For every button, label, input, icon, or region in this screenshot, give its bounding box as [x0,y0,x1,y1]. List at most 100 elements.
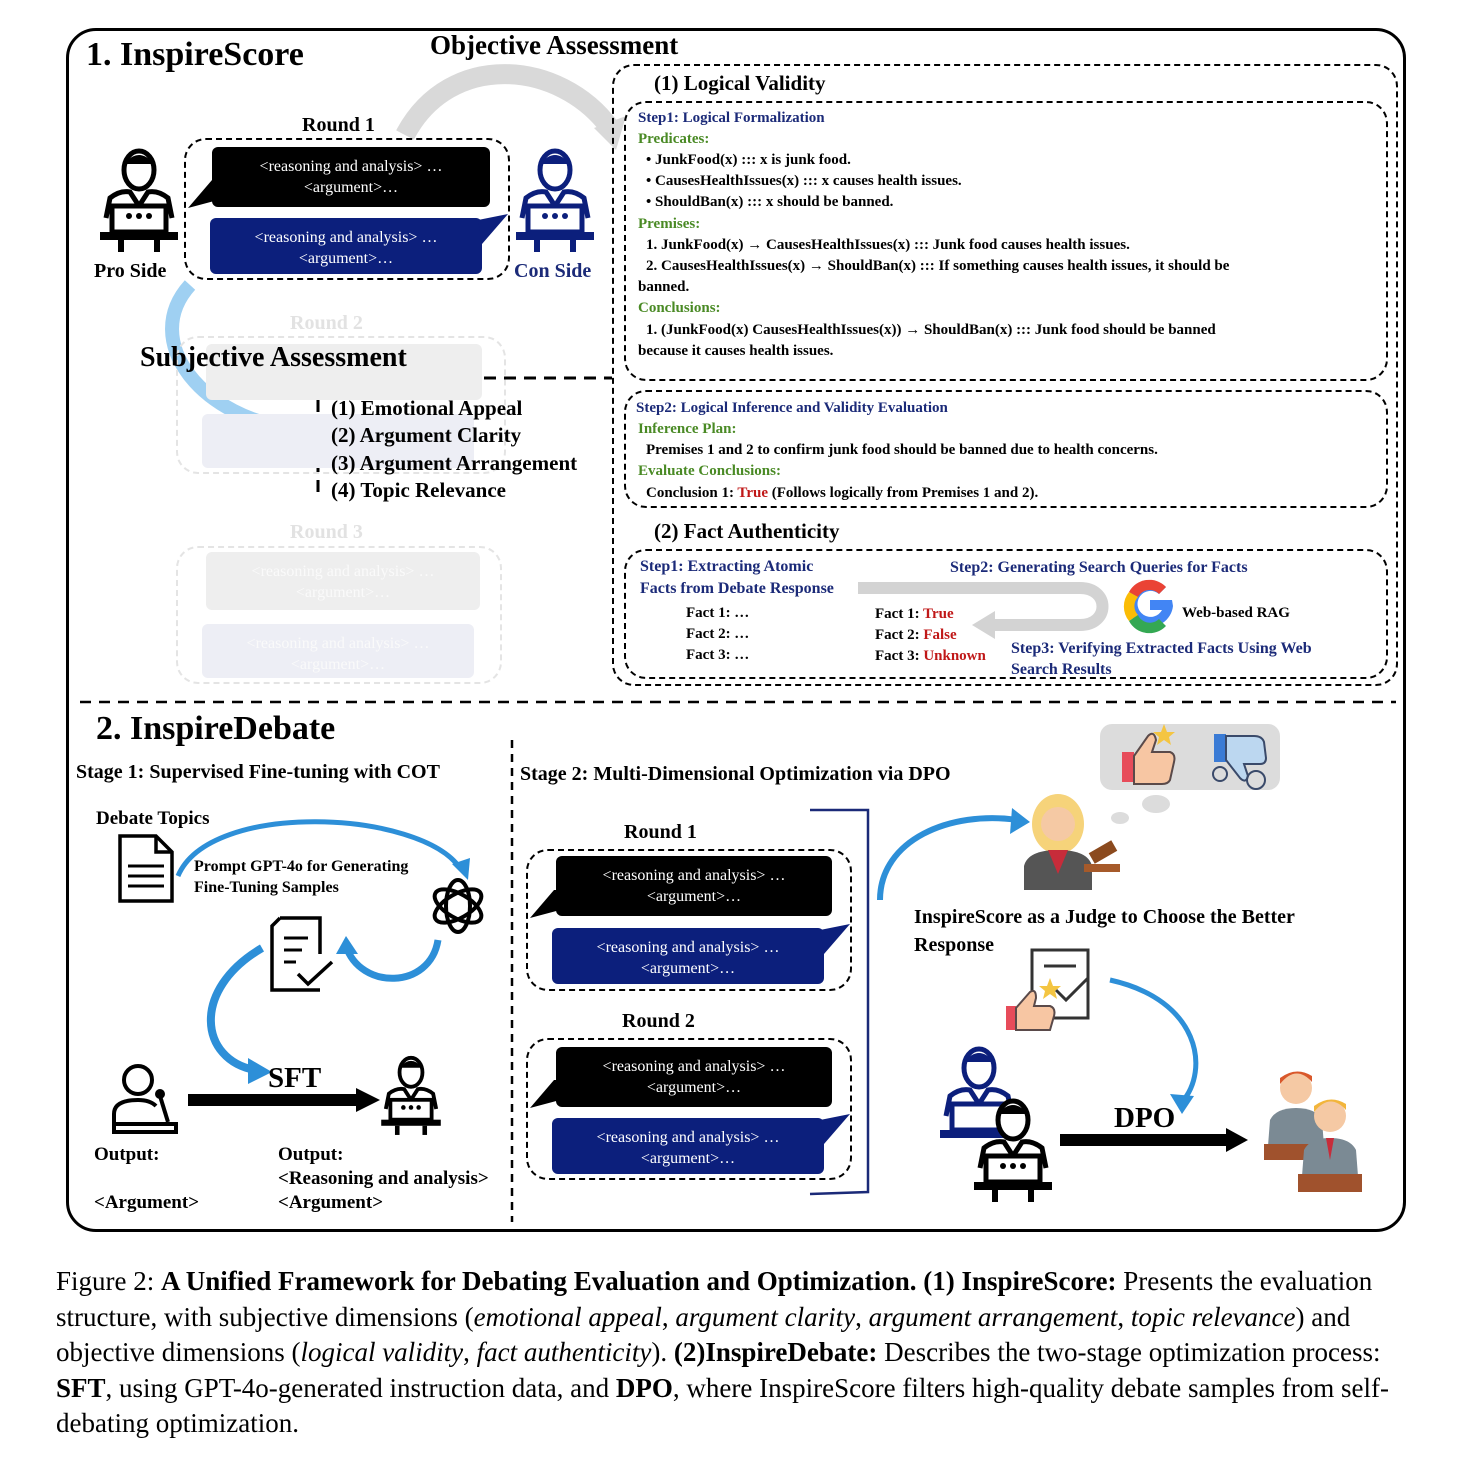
feedback-icons [1111,724,1268,824]
subjective-assessment-title: Subjective Assessment [140,342,407,373]
round2-box [176,336,506,474]
stage2-round2-label: Round 2 [622,1010,695,1032]
fact-right: Fact 3: Unknown [875,648,986,665]
caption-text: ). [651,1337,674,1367]
bubble-reasoning: <reasoning and analysis> … [251,563,435,580]
fact-authenticity-box [624,549,1388,679]
conclusion-item: 1. (JunkFood(x) CausesHealthIssues(x)) →… [646,322,1216,338]
bubble-reasoning: <reasoning and analysis> … [602,1058,786,1075]
fact-value-unknown: Unknown [923,648,986,664]
eval-prefix: Conclusion 1: [646,485,738,501]
stage2-title: Stage 2: Multi-Dimensional Optimization … [520,763,951,785]
web-rag-label: Web-based RAG [1182,605,1290,621]
thumbs-up-icon [1122,724,1176,785]
round3-label: Round 3 [290,521,363,543]
caption-italic: argument clarity [675,1301,856,1332]
fact-right: Fact 2: False [875,627,957,644]
fact-value-true: True [923,606,954,622]
premise-item: 1. JunkFood(x) → CausesHealthIssues(x) :… [646,237,1130,253]
openai-logo-icon [432,878,484,934]
pro-bubble: <reasoning and analysis> … <argument>… [556,1047,832,1107]
bubble-argument: <argument>… [640,1150,736,1167]
eval-suffix: (Follows logically from Premises 1 and 2… [767,485,1039,501]
stage1-title: Stage 1: Supervised Fine-tuning with COT [76,761,440,783]
output-right-reasoning: <Reasoning and analysis> [278,1168,489,1189]
predicate-item: • CausesHealthIssues(x) ::: x causes hea… [646,173,962,189]
prompt-label-a: Prompt GPT-4o for Generating [194,858,409,875]
fact-left: Fact 2: … [686,626,750,642]
caption-italic: argument arrangement [868,1301,1118,1332]
sft-label: SFT [268,1062,322,1094]
bubble-argument: <argument>… [646,1079,742,1096]
caption-text: , where InspireScore filters high-qualit… [56,1372,1389,1439]
evaluation-result: Conclusion 1: True (Follows logically fr… [646,485,1038,502]
output-right-argument: <Argument> [278,1192,384,1213]
fact-step2: Step2: Generating Search Queries for Fac… [950,559,1248,576]
faint-bubble [202,414,474,468]
thumbs-down-icon [1212,734,1268,790]
subjective-item-topic-relevance: (4) Topic Relevance [331,478,506,502]
caption-text: ) and objective dimensions ( [56,1301,1351,1368]
bubble-tail [478,214,508,244]
caption-fig: Figure 2: [56,1266,161,1296]
logical-validity-title: (1) Logical Validity [654,71,826,95]
bubble-reasoning: <reasoning and analysis> … [596,939,780,956]
outer-frame [66,28,1406,1232]
caption-italic: topic relevance [1130,1301,1296,1332]
validity-evaluation-box [624,390,1388,508]
round1-box [184,138,510,280]
fact-step3-a: Step3: Verifying Extracted Facts Using W… [1011,640,1312,657]
fact-step3-b: Search Results [1011,661,1112,678]
predicate-item: • JunkFood(x) ::: x is junk food. [646,152,851,168]
con-side-label: Con Side [514,260,592,282]
con-bubble-round1: <reasoning and analysis> … <argument>… [210,218,482,274]
bubble-argument: <argument>… [295,584,391,601]
stage2-round1-box [526,849,852,991]
caption-italic: emotional appeal [473,1301,662,1332]
objective-assessment-title: Objective Assessment [430,30,679,60]
fact-left: Fact 1: … [686,605,750,621]
caption-italic: fact authenticity [476,1337,652,1367]
fact-right: Fact 1: True [875,606,954,623]
caption-p2-bold: (2)InspireDebate: [673,1337,878,1367]
predicate-item: • ShouldBan(x) ::: x should be banned. [646,194,894,210]
judge-caption-a: InspireScore as a Judge to Choose the Be… [914,906,1295,928]
bubble-tail [530,890,560,918]
bubble-tail [530,1080,560,1108]
caption-sep: , [855,1301,869,1332]
caption-sep: , [1117,1301,1131,1332]
conclusion-item-cont: because it causes health issues. [638,343,834,359]
bubble-argument: <argument>… [298,250,394,267]
caption-sft: SFT [56,1372,106,1403]
fact-step1-b: Facts from Debate Response [640,580,834,597]
faint-bubble: <reasoning and analysis> … <argument>… [202,624,474,678]
pro-side-label: Pro Side [94,260,167,282]
bubble-argument: <argument>… [640,960,736,977]
podium-speaker-icon [516,148,594,252]
output-right-label: Output: [278,1144,344,1165]
output-left-label: Output: [94,1144,160,1165]
logical-formalization-box [624,101,1388,381]
section2-title: 2. InspireDebate [96,710,336,747]
subjective-item-argument-arrangement: (3) Argument Arrangement [331,451,578,475]
caption-text: , using GPT-4o-generated instruction dat… [105,1372,616,1403]
fact-step1-a: Step1: Extracting Atomic [640,558,814,575]
bubble-reasoning: <reasoning and analysis> … [254,229,438,246]
eval-true: True [737,485,768,501]
premises-label: Premises: [638,216,701,232]
bubble-argument: <argument>… [303,179,399,196]
podium-speaker-icon [974,1098,1052,1202]
caption-text: Describes the two-stage optimization pro… [877,1337,1381,1367]
debate-topics-label: Debate Topics [96,808,210,829]
faint-bubble: <reasoning and analysis> … <argument>… [206,552,480,610]
fact-label: Fact 3: [875,648,924,664]
pro-bubble: <reasoning and analysis> … <argument>… [556,856,832,916]
step2-validity-evaluation: Step2: Logical Inference and Validity Ev… [636,400,948,416]
section1-title: 1. InspireScore [86,36,304,73]
bubble-reasoning: <reasoning and analysis> … [259,158,443,175]
inference-plan-label: Inference Plan: [638,421,737,437]
caption-text: Presents the evaluation structure, with … [56,1266,1373,1332]
conclusions-label: Conclusions: [638,300,721,316]
subjective-item-argument-clarity: (2) Argument Clarity [331,423,522,447]
prompt-label-b: Fine-Tuning Samples [194,879,339,896]
